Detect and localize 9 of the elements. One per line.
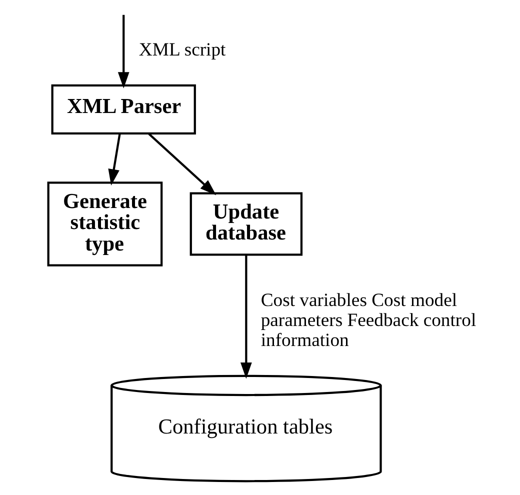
edge-label: XML script bbox=[138, 40, 226, 61]
arrow bbox=[240, 254, 252, 379]
arrow bbox=[148, 133, 216, 196]
edge-label: Cost variables Cost model parameters Feedback control information bbox=[260, 290, 476, 352]
arrow bbox=[117, 14, 129, 88]
node-box: XML Parser bbox=[50, 84, 196, 134]
node-box: Update database bbox=[189, 192, 302, 256]
arrow bbox=[108, 134, 120, 186]
node-box: Generate statistic type bbox=[46, 182, 162, 266]
